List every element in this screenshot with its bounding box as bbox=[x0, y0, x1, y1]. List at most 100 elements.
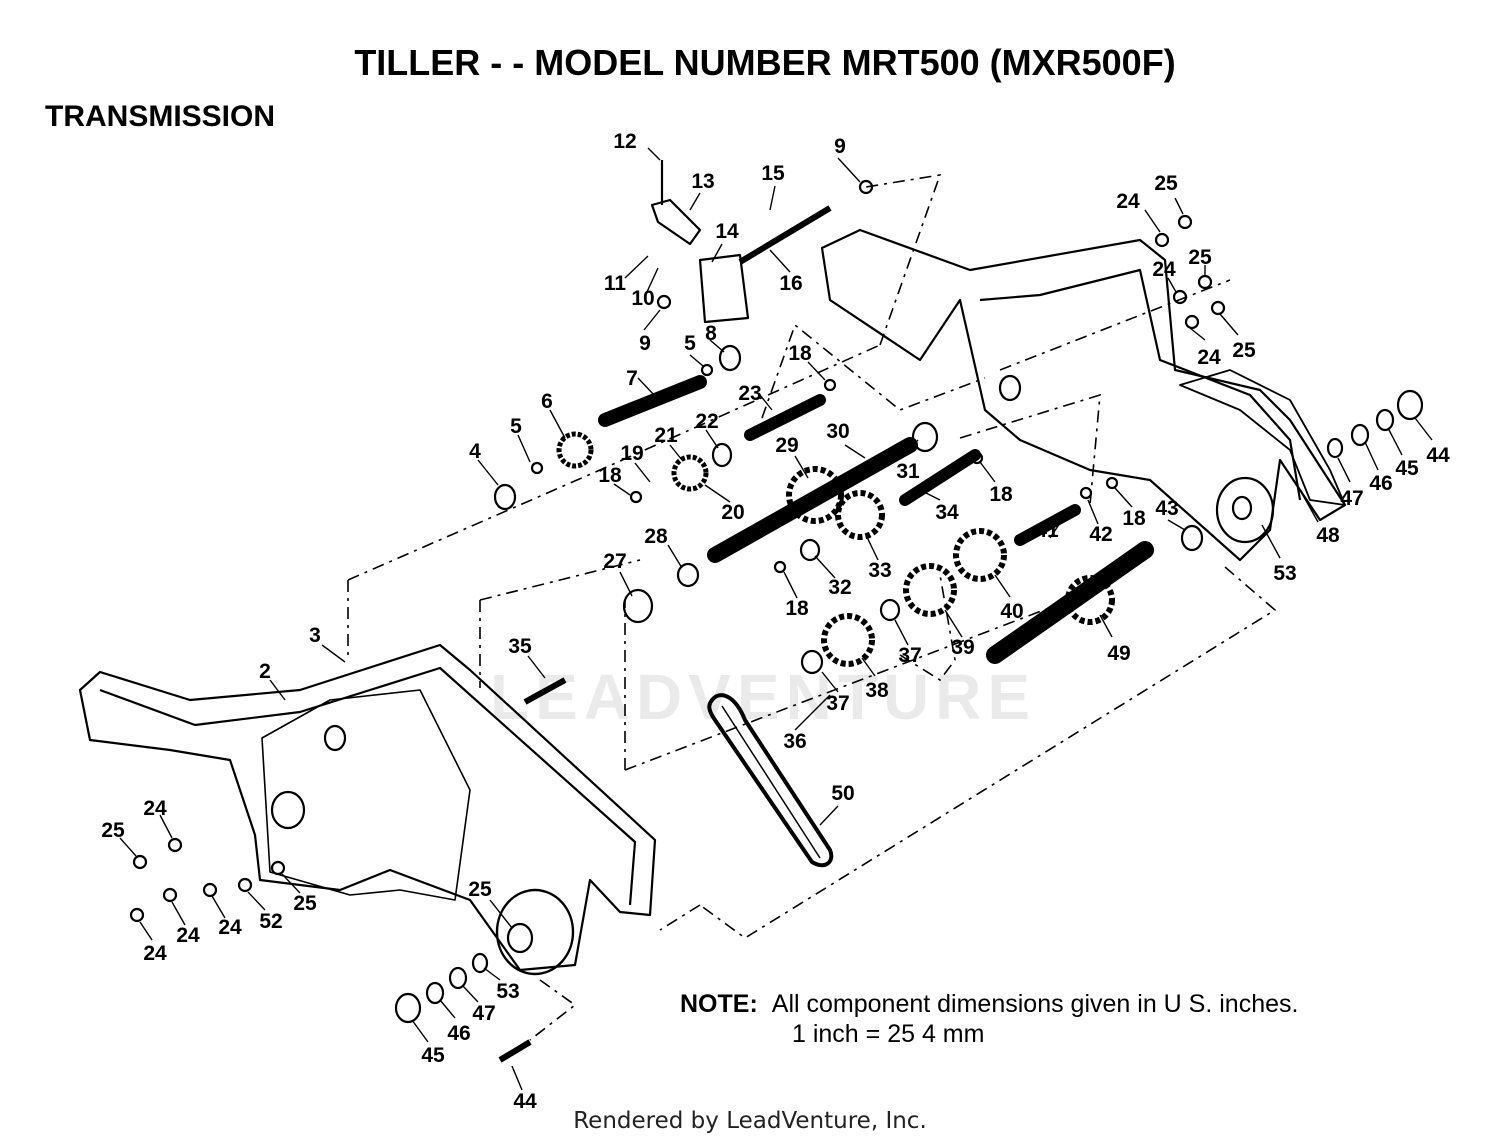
callout-part-22: 22 bbox=[695, 410, 718, 433]
callout-part-7: 7 bbox=[626, 367, 638, 390]
callout-part-24: 24 bbox=[218, 916, 242, 939]
callout-part-40: 40 bbox=[1000, 600, 1023, 623]
callout-part-9: 9 bbox=[834, 135, 846, 158]
gear-21 bbox=[671, 454, 709, 492]
callout-part-11: 11 bbox=[604, 272, 627, 295]
sprocket-33 bbox=[835, 490, 885, 540]
gear-6 bbox=[556, 431, 594, 469]
sprocket-40 bbox=[953, 528, 1007, 582]
callout-part-45: 45 bbox=[421, 1044, 445, 1067]
callout-part-10: 10 bbox=[631, 287, 654, 310]
callout-part-18: 18 bbox=[989, 483, 1013, 506]
left-chain-case-inner bbox=[99, 666, 637, 906]
callout-part-5: 5 bbox=[684, 332, 696, 355]
bolt-35 bbox=[523, 677, 567, 705]
callout-part-24: 24 bbox=[176, 924, 200, 947]
note: NOTE:All component dimensions given in U… bbox=[680, 990, 1298, 1048]
callout-part-50: 50 bbox=[831, 782, 854, 805]
left-plate bbox=[261, 689, 471, 901]
callout-part-32: 32 bbox=[828, 576, 851, 599]
callout-part-13: 13 bbox=[691, 170, 714, 193]
right-guard bbox=[1179, 369, 1346, 506]
callout-part-25: 25 bbox=[1154, 172, 1178, 195]
callout-part-28: 28 bbox=[644, 525, 668, 548]
callout-part-8: 8 bbox=[705, 322, 717, 345]
callout-part-24: 24 bbox=[1197, 346, 1221, 369]
section-title: TRANSMISSION bbox=[45, 100, 276, 133]
callout-part-43: 43 bbox=[1155, 497, 1178, 520]
pulley-right bbox=[1215, 476, 1275, 544]
callout-part-18: 18 bbox=[785, 597, 809, 620]
callout-part-18: 18 bbox=[598, 464, 622, 487]
belt-50 bbox=[707, 693, 834, 868]
right-chain-case-inner bbox=[979, 268, 1302, 501]
callout-part-25: 25 bbox=[468, 878, 492, 901]
sprocket-39 bbox=[903, 563, 957, 617]
rod-16 bbox=[738, 205, 832, 265]
right-chain-case bbox=[820, 228, 1347, 562]
note-label: NOTE: bbox=[680, 990, 758, 1018]
callout-part-18: 18 bbox=[788, 342, 812, 365]
callout-part-4: 4 bbox=[469, 440, 481, 463]
callout-part-37: 37 bbox=[898, 644, 921, 667]
callout-part-46: 46 bbox=[447, 1022, 470, 1045]
callout-part-30: 30 bbox=[826, 420, 849, 443]
sprocket-29 bbox=[786, 466, 844, 524]
callout-part-33: 33 bbox=[868, 559, 891, 582]
callout-part-21: 21 bbox=[654, 424, 678, 447]
callout-part-5: 5 bbox=[510, 415, 522, 438]
footer-credit: Rendered by LeadVenture, Inc. bbox=[573, 1108, 927, 1134]
callout-part-47: 47 bbox=[1340, 487, 1363, 510]
callout-part-27: 27 bbox=[603, 550, 626, 573]
callout-part-3: 3 bbox=[309, 624, 321, 647]
left-chain-case bbox=[78, 643, 657, 972]
watermark: LEADVENTURE bbox=[490, 661, 1037, 733]
shaft-41 bbox=[1014, 504, 1081, 546]
callout-part-41: 41 bbox=[1035, 519, 1059, 542]
callout-part-14: 14 bbox=[715, 220, 739, 243]
sprocket-49 bbox=[1065, 575, 1115, 625]
callout-part-24: 24 bbox=[1116, 190, 1140, 213]
callout-part-35: 35 bbox=[508, 635, 532, 658]
lever-13 bbox=[650, 198, 702, 246]
callout-part-23: 23 bbox=[738, 382, 761, 405]
sprocket-38 bbox=[821, 613, 875, 667]
callout-part-34: 34 bbox=[935, 501, 959, 524]
callout-part-52: 52 bbox=[259, 910, 282, 933]
callout-part-48: 48 bbox=[1316, 524, 1340, 547]
callout-part-53: 53 bbox=[496, 980, 519, 1003]
callout-part-53: 53 bbox=[1273, 562, 1296, 585]
callout-part-49: 49 bbox=[1107, 642, 1130, 665]
callout-part-37: 37 bbox=[826, 692, 849, 715]
callout-part-24: 24 bbox=[143, 797, 167, 820]
shaft-34 bbox=[899, 449, 981, 506]
pulley-left bbox=[495, 888, 575, 976]
callout-part-25: 25 bbox=[293, 892, 317, 915]
callout-part-39: 39 bbox=[951, 636, 974, 659]
bolt-51 bbox=[498, 1039, 532, 1063]
shaft-7 bbox=[598, 375, 707, 427]
callout-part-45: 45 bbox=[1395, 457, 1419, 480]
note-line-2: 1 inch = 25 4 mm bbox=[792, 1020, 985, 1048]
pulley-left-hub bbox=[506, 922, 534, 954]
callout-part-36: 36 bbox=[783, 730, 806, 753]
pulley-right-hub bbox=[1231, 495, 1253, 521]
callout-part-20: 20 bbox=[721, 501, 744, 524]
callout-part-47: 47 bbox=[472, 1002, 495, 1025]
callout-part-25: 25 bbox=[1188, 246, 1212, 269]
callout-part-12: 12 bbox=[613, 130, 636, 153]
callout-part-15: 15 bbox=[761, 162, 785, 185]
callout-part-24: 24 bbox=[1152, 258, 1176, 281]
callout-part-44: 44 bbox=[513, 1090, 537, 1113]
callout-part-16: 16 bbox=[779, 272, 802, 295]
callout-part-38: 38 bbox=[865, 679, 889, 702]
bracket-14 bbox=[698, 253, 750, 324]
callout-part-29: 29 bbox=[775, 434, 798, 457]
page-title: TILLER - - MODEL NUMBER MRT500 (MXR500F) bbox=[354, 42, 1176, 83]
callout-part-19: 19 bbox=[620, 442, 643, 465]
callout-part-25: 25 bbox=[1232, 339, 1256, 362]
shaft-30 bbox=[707, 437, 918, 563]
callout-part-44: 44 bbox=[1426, 444, 1450, 467]
callout-part-25: 25 bbox=[101, 819, 125, 842]
callout-part-9: 9 bbox=[639, 332, 651, 355]
